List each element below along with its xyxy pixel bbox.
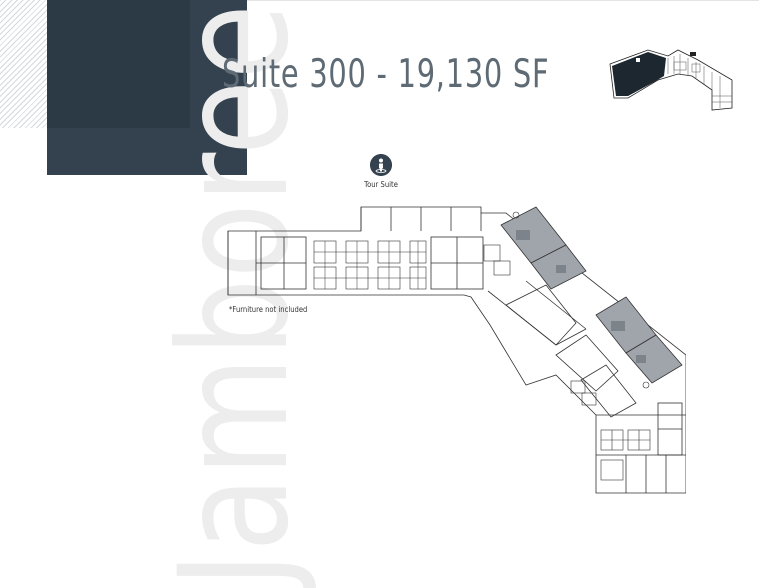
building-keymap: [609, 49, 733, 111]
tour-suite[interactable]: Tour Suite: [355, 154, 407, 189]
floor-plan: [227, 206, 686, 494]
brand-block-inner: [47, 0, 190, 128]
page-title: Suite 300 - 19,130 SF: [222, 52, 550, 97]
top-rule: [247, 0, 759, 1]
furniture-note: *Furniture not included: [229, 305, 308, 314]
tour-suite-label: Tour Suite: [364, 180, 398, 189]
tour-suite-icon[interactable]: [370, 154, 392, 176]
